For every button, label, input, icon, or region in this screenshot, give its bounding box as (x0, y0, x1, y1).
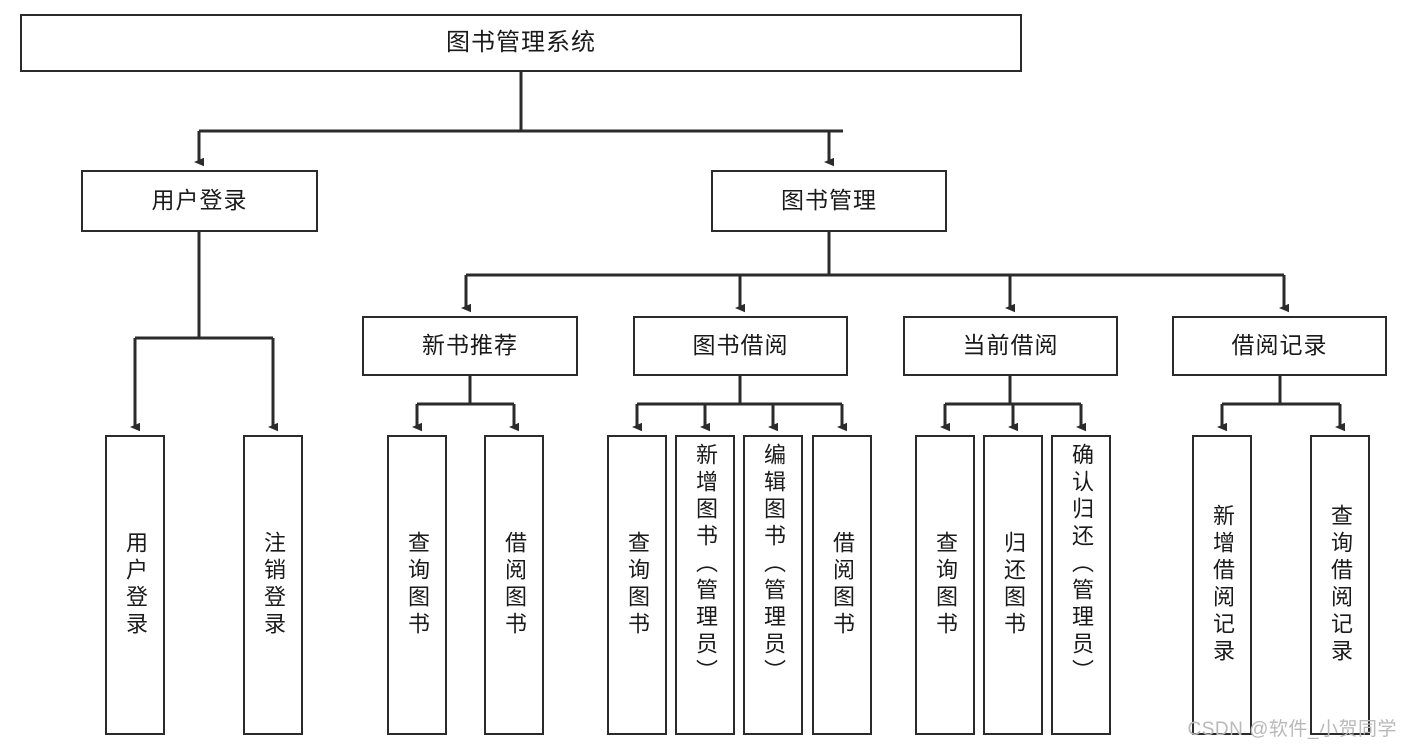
node-label: 查询图书 (625, 531, 650, 639)
node-book-manage[interactable]: 图书管理 (711, 170, 947, 232)
node-label: 新增借阅记录 (1210, 504, 1235, 666)
node-label: 图书借阅 (692, 332, 789, 359)
node-label: 查询图书 (933, 531, 958, 639)
node-user-login[interactable]: 用户登录 (81, 170, 318, 232)
node-borrow-record[interactable]: 借阅记录 (1172, 316, 1387, 376)
node-current-borrow[interactable]: 当前借阅 (903, 316, 1118, 376)
node-label: 当前借阅 (962, 332, 1059, 359)
leaf-add-book-admin[interactable]: 新增图书（管理员） (675, 435, 735, 735)
node-label: 图书管理 (781, 187, 877, 214)
node-label: 确认归还（管理员） (1069, 443, 1094, 686)
leaf-recommend-borrow-book[interactable]: 借阅图书 (484, 435, 544, 735)
leaf-edit-book-admin[interactable]: 编辑图书（管理员） (743, 435, 803, 735)
node-label: 编辑图书（管理员） (761, 443, 786, 686)
node-label: 借阅记录 (1231, 332, 1328, 359)
leaf-borrow-query-book[interactable]: 查询图书 (607, 435, 667, 735)
node-label: 用户登录 (151, 187, 248, 214)
node-label: 查询借阅记录 (1328, 504, 1353, 666)
leaf-query-borrow-record[interactable]: 查询借阅记录 (1310, 435, 1370, 735)
node-label: 图书管理系统 (446, 28, 596, 56)
node-book-borrow[interactable]: 图书借阅 (633, 316, 848, 376)
node-root-system[interactable]: 图书管理系统 (20, 14, 1022, 72)
node-label: 查询图书 (405, 531, 430, 639)
node-label: 归还图书 (1001, 531, 1026, 639)
leaf-current-query-book[interactable]: 查询图书 (915, 435, 975, 735)
leaf-borrow-book[interactable]: 借阅图书 (812, 435, 872, 735)
leaf-logout[interactable]: 注销登录 (243, 435, 303, 735)
leaf-return-book[interactable]: 归还图书 (983, 435, 1043, 735)
node-label: 注销登录 (261, 531, 286, 639)
leaf-recommend-query-book[interactable]: 查询图书 (387, 435, 447, 735)
leaf-user-login[interactable]: 用户登录 (105, 435, 165, 735)
node-label: 借阅图书 (830, 531, 855, 639)
node-label: 借阅图书 (502, 531, 527, 639)
node-label: 新书推荐 (422, 332, 518, 359)
watermark-text: CSDN @软件_小贺同学 (1187, 719, 1397, 740)
node-label: 用户登录 (123, 531, 148, 639)
node-label: 新增图书（管理员） (693, 443, 718, 686)
node-new-book-recommend[interactable]: 新书推荐 (362, 316, 578, 376)
leaf-add-borrow-record[interactable]: 新增借阅记录 (1192, 435, 1252, 735)
leaf-confirm-return-admin[interactable]: 确认归还（管理员） (1051, 435, 1111, 735)
